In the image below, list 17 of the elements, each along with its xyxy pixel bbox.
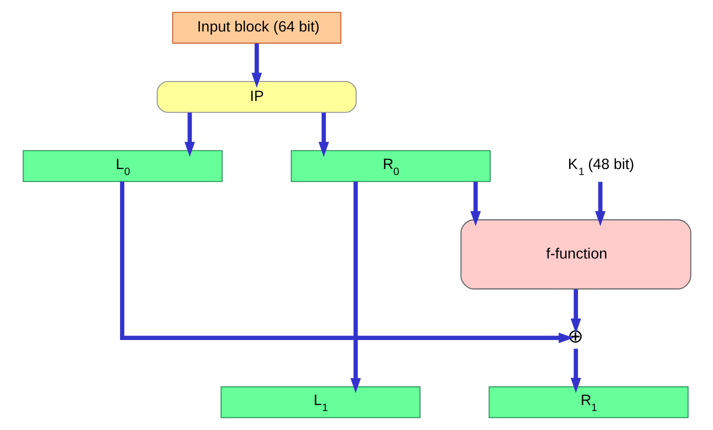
node-box: L$_{1}$ (220, 386, 420, 418)
arrow (594, 182, 606, 226)
arrow (350, 182, 360, 394)
node-box: f-function (460, 219, 691, 290)
node-box: R$_{1}$ (488, 386, 688, 418)
arrow (120, 182, 574, 344)
arrow (570, 348, 581, 393)
node-text: K$_{1}$ (48 bit) (567, 156, 634, 178)
arrow (570, 289, 581, 334)
arrow (184, 112, 194, 157)
node-box: L$_{0}$ (22, 150, 222, 182)
arrow (251, 43, 262, 88)
arrow (470, 182, 480, 226)
node-box: R$_{0}$ (290, 150, 490, 182)
node-box: Input block (64 bit) (172, 12, 341, 44)
node-box: IP (156, 80, 356, 113)
arrow (318, 112, 328, 157)
